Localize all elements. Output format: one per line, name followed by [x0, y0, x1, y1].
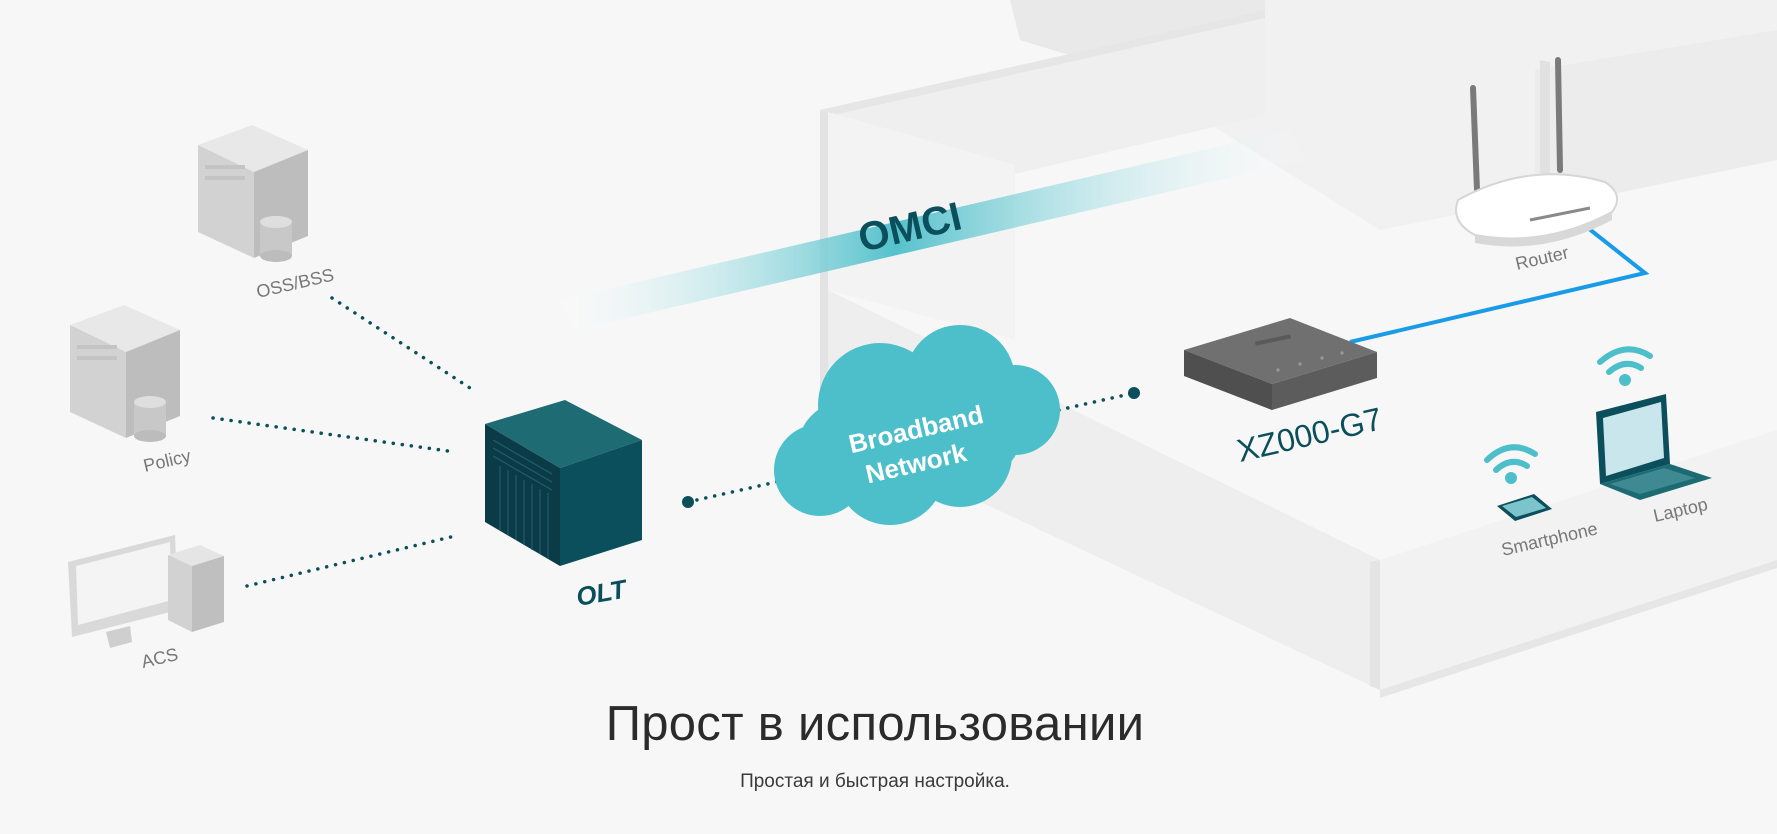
router-label: Router [1513, 242, 1570, 274]
broadband-cloud-icon [774, 325, 1060, 525]
link-dot-olt [682, 496, 694, 508]
laptop-icon [1596, 394, 1712, 500]
smartphone-icon [1497, 494, 1552, 521]
page-title: Прост в использовании [605, 697, 1145, 751]
link-olt-cloud [686, 478, 787, 504]
oss-bss-label: OSS/BSS [254, 265, 336, 302]
ont-device-icon [1184, 318, 1377, 410]
link-oss-olt [330, 296, 472, 390]
wifi-icon-laptop [1597, 346, 1653, 386]
link-cloud-ont [1048, 391, 1136, 414]
link-policy-olt [211, 416, 457, 454]
wifi-icon-smartphone [1484, 444, 1538, 484]
ont-model-label: XZ000-G7 [1233, 401, 1385, 469]
oss-bss-server-icon [198, 125, 308, 262]
olt-label: OLT [574, 573, 631, 612]
policy-server-icon [70, 305, 180, 442]
acs-computer-icon [68, 535, 224, 648]
page-subtitle: Простая и быстрая настройка. [740, 771, 1010, 792]
link-ont-router [1349, 226, 1650, 344]
link-acs-olt [245, 534, 457, 588]
router-icon [1455, 57, 1619, 247]
olt-chassis-icon [485, 400, 642, 566]
dotted-links [211, 296, 1136, 588]
link-dot-ont [1128, 387, 1140, 399]
policy-label: Policy [141, 446, 192, 476]
acs-label: ACS [139, 644, 180, 672]
